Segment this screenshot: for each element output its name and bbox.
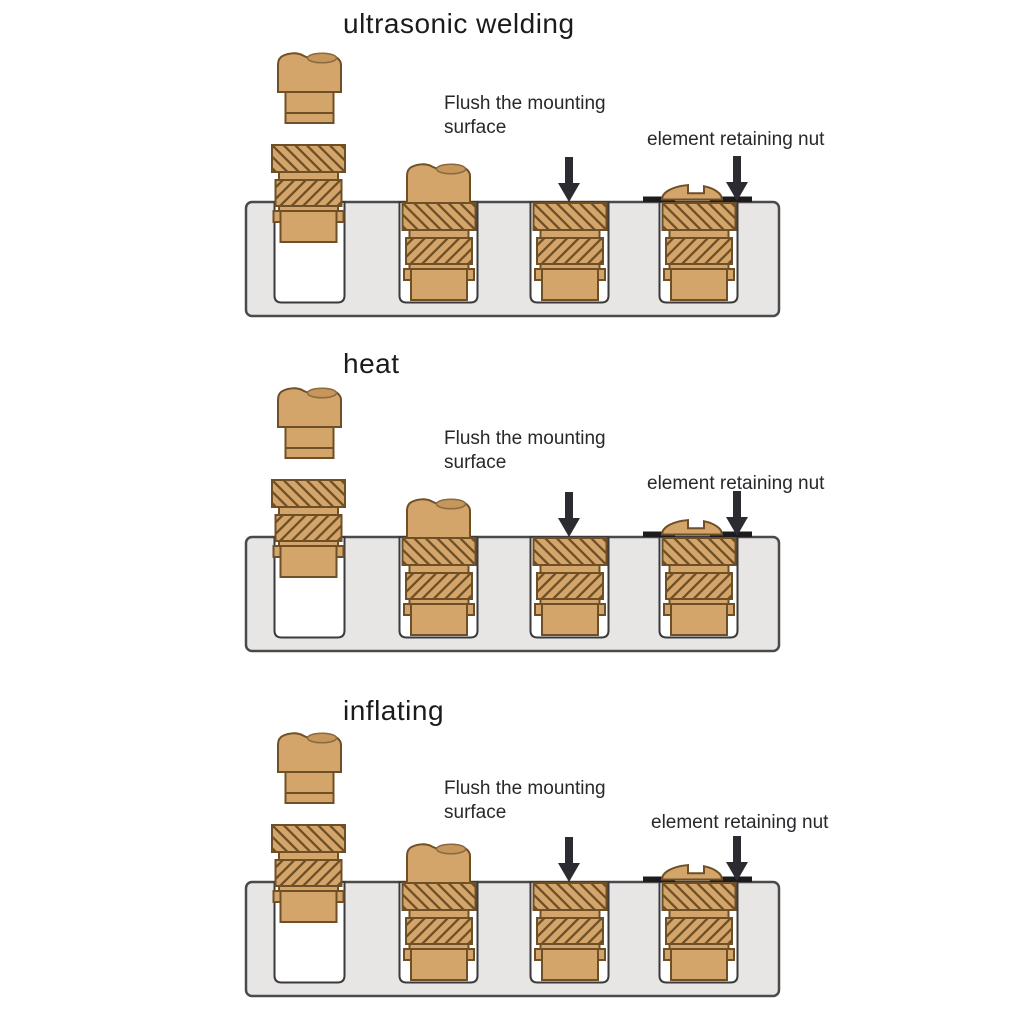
flush-surface-label: Flush the mounting surface [444,428,606,473]
diagram-svg [0,335,1024,679]
flush-surface-label: Flush the mounting surface [444,93,606,138]
process-title: heat [343,348,400,379]
retaining-nut-label: element retaining nut [647,473,825,494]
process-title: inflating [343,695,445,726]
process-section-1: ultrasonic welding Flush the mounting su… [0,0,1024,344]
process-section-2: heat Flush the mounting surface element … [0,335,1024,679]
retaining-nut-label: element retaining nut [647,129,825,150]
process-title: ultrasonic welding [343,8,575,39]
flush-surface-label: Flush the mounting surface [444,778,606,823]
row-diagram-instance [246,733,779,996]
diagram-svg [0,680,1024,1024]
process-section-3: inflating Flush the mounting surface ele… [0,680,1024,1024]
retaining-nut-label: element retaining nut [651,812,829,833]
diagram-svg [0,0,1024,344]
